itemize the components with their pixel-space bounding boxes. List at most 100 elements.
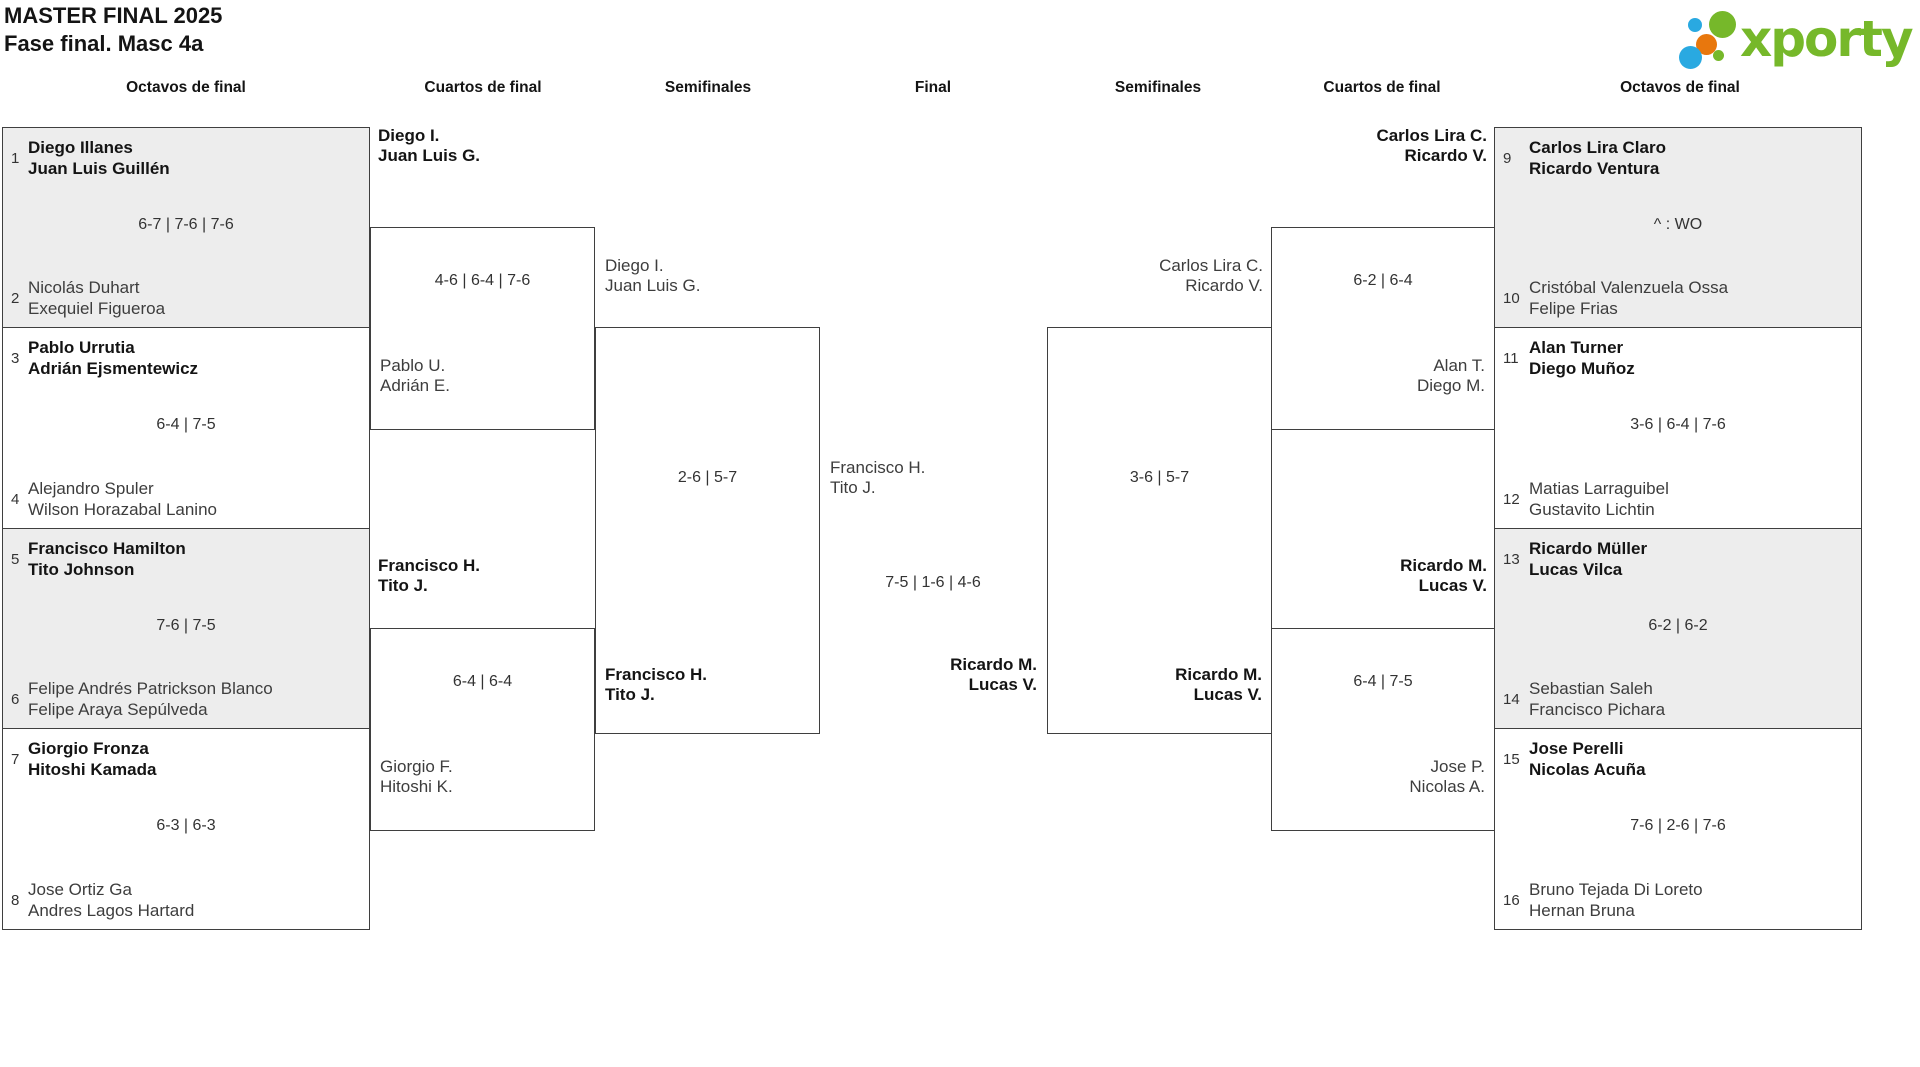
player-name: Tito Johnson — [28, 560, 135, 579]
final-score: 7-5 | 1-6 | 4-6 — [885, 574, 981, 591]
player-name: Andres Lagos Hartard — [28, 901, 195, 920]
logo-dot-icon — [1709, 11, 1736, 38]
qf-winner-label: Ricardo M.Lucas V. — [1400, 556, 1487, 595]
logo-dot-icon — [1688, 18, 1702, 32]
seed-number: 7 — [11, 750, 20, 768]
player-name: Alan Turner — [1529, 337, 1624, 357]
match-box-cuartos-1: 4-6 | 6-4 | 7-6 Pablo U.Adrián E. — [370, 227, 595, 430]
match-score: ^ : WO — [1653, 216, 1703, 233]
player-name: Gustavito Lichtin — [1529, 500, 1655, 519]
seed-number: 2 — [11, 289, 20, 307]
seed-number: 1 — [11, 149, 20, 167]
player-name: Hernan Bruna — [1529, 901, 1635, 920]
round-header-cuartos-left: Cuartos de final — [424, 79, 542, 96]
player-name: Juan Luis Guillén — [28, 159, 170, 178]
match-box-semifinal-2: 3-6 | 5-7 Ricardo M.Lucas V. — [1047, 327, 1272, 734]
player-name: Diego Illanes — [28, 137, 133, 157]
qf-winner-label: Diego I.Juan Luis G. — [378, 126, 481, 165]
qf-loser-label: Giorgio F.Hitoshi K. — [380, 757, 453, 796]
round-header-semis-left: Semifinales — [664, 79, 752, 96]
match-box-cuartos-2: 6-4 | 6-4 Giorgio F.Hitoshi K. — [370, 628, 595, 831]
logo-dot-icon — [1713, 50, 1724, 61]
sf-winner-label: Ricardo M.Lucas V. — [1175, 665, 1262, 704]
qf-loser-label: Alan T.Diego M. — [1416, 356, 1485, 395]
match-score: 6-3 | 6-3 — [156, 817, 216, 834]
match-score: 4-6 | 6-4 | 7-6 — [434, 272, 531, 289]
match-score: 6-4 | 7-5 — [1353, 673, 1413, 690]
match-score: 2-6 | 5-7 — [677, 469, 738, 486]
sf-top-team-label: Diego I.Juan Luis G. — [605, 256, 701, 295]
match-score: 6-2 | 6-2 — [1648, 617, 1708, 634]
player-name: Exequiel Figueroa — [28, 299, 166, 318]
sf-top-team-label: Carlos Lira C.Ricardo V. — [1159, 256, 1263, 295]
seed-number: 4 — [11, 490, 20, 508]
qf-winner-label: Carlos Lira C.Ricardo V. — [1376, 126, 1487, 165]
match-score: 6-4 | 6-4 — [452, 673, 513, 690]
player-name: Ricardo Müller — [1529, 538, 1648, 558]
player-name: Giorgio Fronza — [28, 738, 149, 758]
player-name: Jose Perelli — [1529, 738, 1624, 758]
player-name: Cristóbal Valenzuela Ossa — [1529, 277, 1729, 297]
player-name: Alejandro Spuler — [28, 478, 154, 498]
match-box-cuartos-4: 6-4 | 7-5 Jose P.Nicolas A. — [1271, 628, 1495, 831]
seed-number: 8 — [11, 891, 20, 909]
player-name: Carlos Lira Claro — [1529, 137, 1666, 157]
seed-number: 5 — [11, 550, 20, 568]
match-score: 3-6 | 5-7 — [1129, 469, 1190, 486]
player-name: Bruno Tejada Di Loreto — [1529, 879, 1703, 899]
player-name: Nicolás Duhart — [28, 277, 140, 297]
logo-dot-icon — [1679, 46, 1702, 69]
player-name: Matias Larraguibel — [1529, 478, 1669, 498]
seed-number: 6 — [11, 690, 20, 708]
match-score: 3-6 | 6-4 | 7-6 — [1630, 416, 1726, 433]
match-box-semifinal-1: 2-6 | 5-7 Francisco H.Tito J. — [595, 327, 820, 734]
round-header-final: Final — [914, 79, 952, 96]
page-title: MASTER FINAL 2025 — [4, 3, 223, 28]
player-name: Felipe Araya Sepúlveda — [28, 700, 208, 719]
seed-number: 10 — [1503, 289, 1520, 307]
seed-number: 12 — [1503, 490, 1520, 508]
final-champion-label: Ricardo M.Lucas V. — [950, 655, 1037, 694]
final-top-team-label: Francisco H.Tito J. — [830, 458, 926, 497]
qf-winner-label: Francisco H.Tito J. — [378, 556, 481, 595]
match-box-cuartos-3: 6-2 | 6-4 Alan T.Diego M. — [1271, 227, 1495, 430]
round-header-semis-right: Semifinales — [1114, 79, 1202, 96]
player-name: Diego Muñoz — [1529, 359, 1635, 378]
seed-number: 3 — [11, 349, 20, 367]
player-name: Lucas Vilca — [1529, 560, 1623, 579]
logo-dot-icon — [1696, 34, 1717, 55]
logo-wordmark: xporty — [1740, 10, 1914, 68]
player-name: Nicolas Acuña — [1529, 760, 1646, 779]
round-header-octavos-right: Octavos de final — [1620, 79, 1740, 96]
seed-number: 15 — [1503, 750, 1520, 768]
player-name: Hitoshi Kamada — [28, 760, 157, 779]
xporty-logo[interactable]: xporty — [1668, 4, 1918, 78]
seed-number: 16 — [1503, 891, 1520, 909]
match-score: 6-2 | 6-4 — [1353, 272, 1413, 289]
qf-loser-label: Jose P.Nicolas A. — [1409, 757, 1485, 796]
seed-number: 14 — [1503, 690, 1520, 708]
